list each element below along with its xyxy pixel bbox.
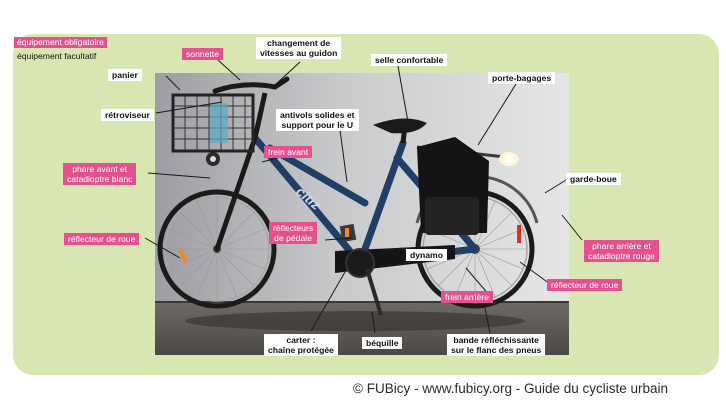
legend-mandatory: équipement obligatoire bbox=[14, 37, 107, 48]
label-bequille: béquille bbox=[362, 337, 403, 349]
label-antivols-line1: antivols solides et bbox=[280, 110, 355, 120]
label-retroviseur: rétroviseur bbox=[101, 109, 154, 121]
label-dynamo: dynamo bbox=[406, 249, 447, 261]
label-carter-line1: carter : bbox=[286, 335, 316, 345]
label-reflecteurs-pedale-line2: de pédale bbox=[274, 233, 312, 243]
label-changement-line1: changement de bbox=[267, 38, 331, 48]
label-carter-line2: chaîne protégée bbox=[268, 345, 334, 355]
label-carter: carter : chaîne protégée bbox=[264, 334, 338, 356]
label-sonnette: sonnette bbox=[182, 48, 223, 60]
label-phare-arriere-line1: phare arrière et bbox=[592, 241, 651, 251]
label-reflecteurs-pedale-line1: réflecteurs bbox=[273, 223, 314, 233]
basket bbox=[171, 93, 255, 153]
saddle bbox=[373, 118, 427, 134]
label-changement-line2: vitesses au guidon bbox=[260, 48, 338, 58]
label-bande-line2: sur le flanc des pneus bbox=[451, 345, 542, 355]
label-phare-arriere: phare arrière et catadioptre rouge bbox=[584, 240, 659, 262]
label-phare-avant-line2: catadioptre blanc bbox=[67, 174, 133, 184]
label-frein-arriere: frein arrière bbox=[441, 291, 493, 303]
label-bande-reflechissante: bande réfléchissante sur le flanc des pn… bbox=[447, 334, 546, 356]
label-phare-arriere-line2: catadioptre rouge bbox=[588, 251, 655, 261]
label-panier: panier bbox=[108, 69, 142, 81]
label-phare-avant: phare avant et catadioptre blanc bbox=[63, 163, 137, 185]
label-garde-boue: garde-boue bbox=[566, 173, 621, 185]
label-selle: selle confortable bbox=[371, 54, 448, 66]
legend-optional: équipement facultatif bbox=[17, 51, 97, 61]
label-phare-avant-line1: phare avant et bbox=[72, 164, 128, 174]
copyright-footer: © FUBicy - www.fubicy.org - Guide du cyc… bbox=[353, 381, 669, 396]
label-reflecteur-roue-avant: réflecteur de roue bbox=[64, 233, 140, 245]
label-reflecteur-roue-arriere: réflecteur de roue bbox=[547, 279, 623, 291]
label-antivols: antivols solides et support pour le U bbox=[276, 109, 359, 131]
label-porte-bagages: porte-bagages bbox=[488, 72, 556, 84]
label-changement-vitesses: changement de vitesses au guidon bbox=[256, 37, 342, 59]
label-reflecteurs-pedale: réflecteurs de pédale bbox=[269, 222, 318, 244]
label-antivols-line2: support pour le U bbox=[281, 120, 354, 130]
label-frein-avant: frein avant bbox=[264, 146, 313, 158]
label-bande-line1: bande réfléchissante bbox=[453, 335, 539, 345]
